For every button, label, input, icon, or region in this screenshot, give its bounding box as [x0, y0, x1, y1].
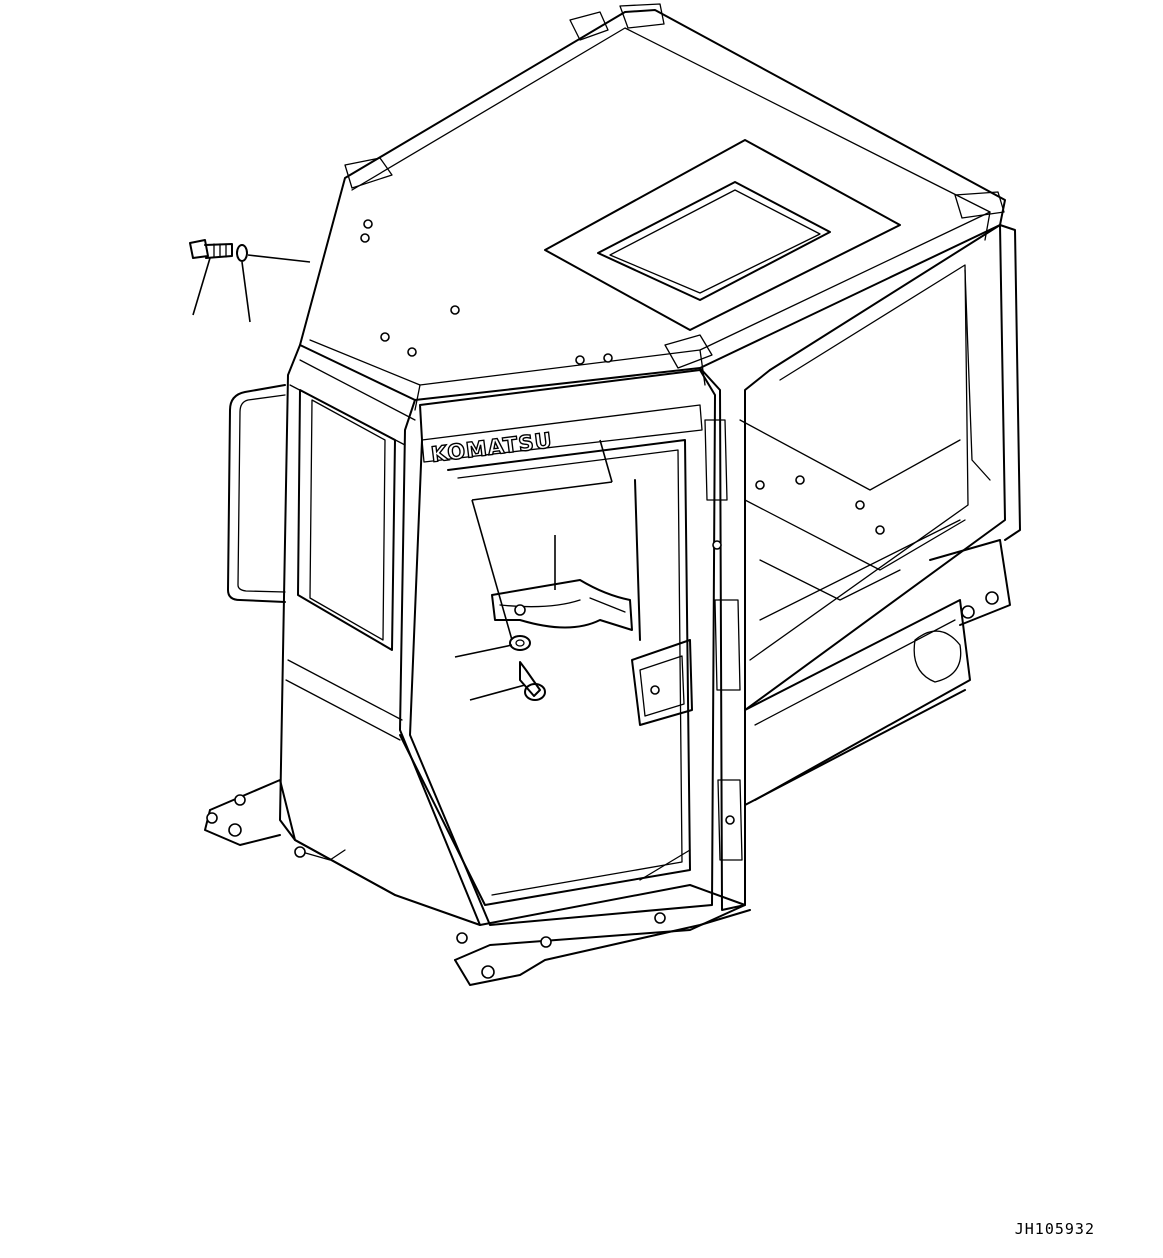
grab-handle: [227, 384, 286, 603]
interior-floor: [739, 419, 966, 601]
cab-base: [204, 779, 751, 986]
right-side-frame: [744, 224, 1021, 806]
rear-mount-bracket: [913, 539, 1011, 683]
stay-plate-part: [491, 579, 633, 631]
brand-band: KOMATSU: [421, 404, 703, 468]
door-hinge-stay: [631, 479, 693, 726]
washer-part: [509, 635, 531, 651]
bolt-part: [519, 661, 546, 701]
drawing-number: JH105932: [1014, 1220, 1095, 1238]
brand-label: KOMATSU: [430, 428, 554, 467]
sunroof-panel: [544, 139, 901, 331]
left-side-window: [285, 389, 403, 741]
front-right-pillar: [699, 367, 771, 911]
base-mount-holes: [206, 794, 666, 979]
top-washer-part: [236, 244, 248, 262]
cab-roof: [299, 3, 1006, 411]
leader-lines: [192, 254, 613, 701]
top-bolt-part: [189, 239, 233, 259]
roof-bolt-holes: [360, 219, 613, 365]
